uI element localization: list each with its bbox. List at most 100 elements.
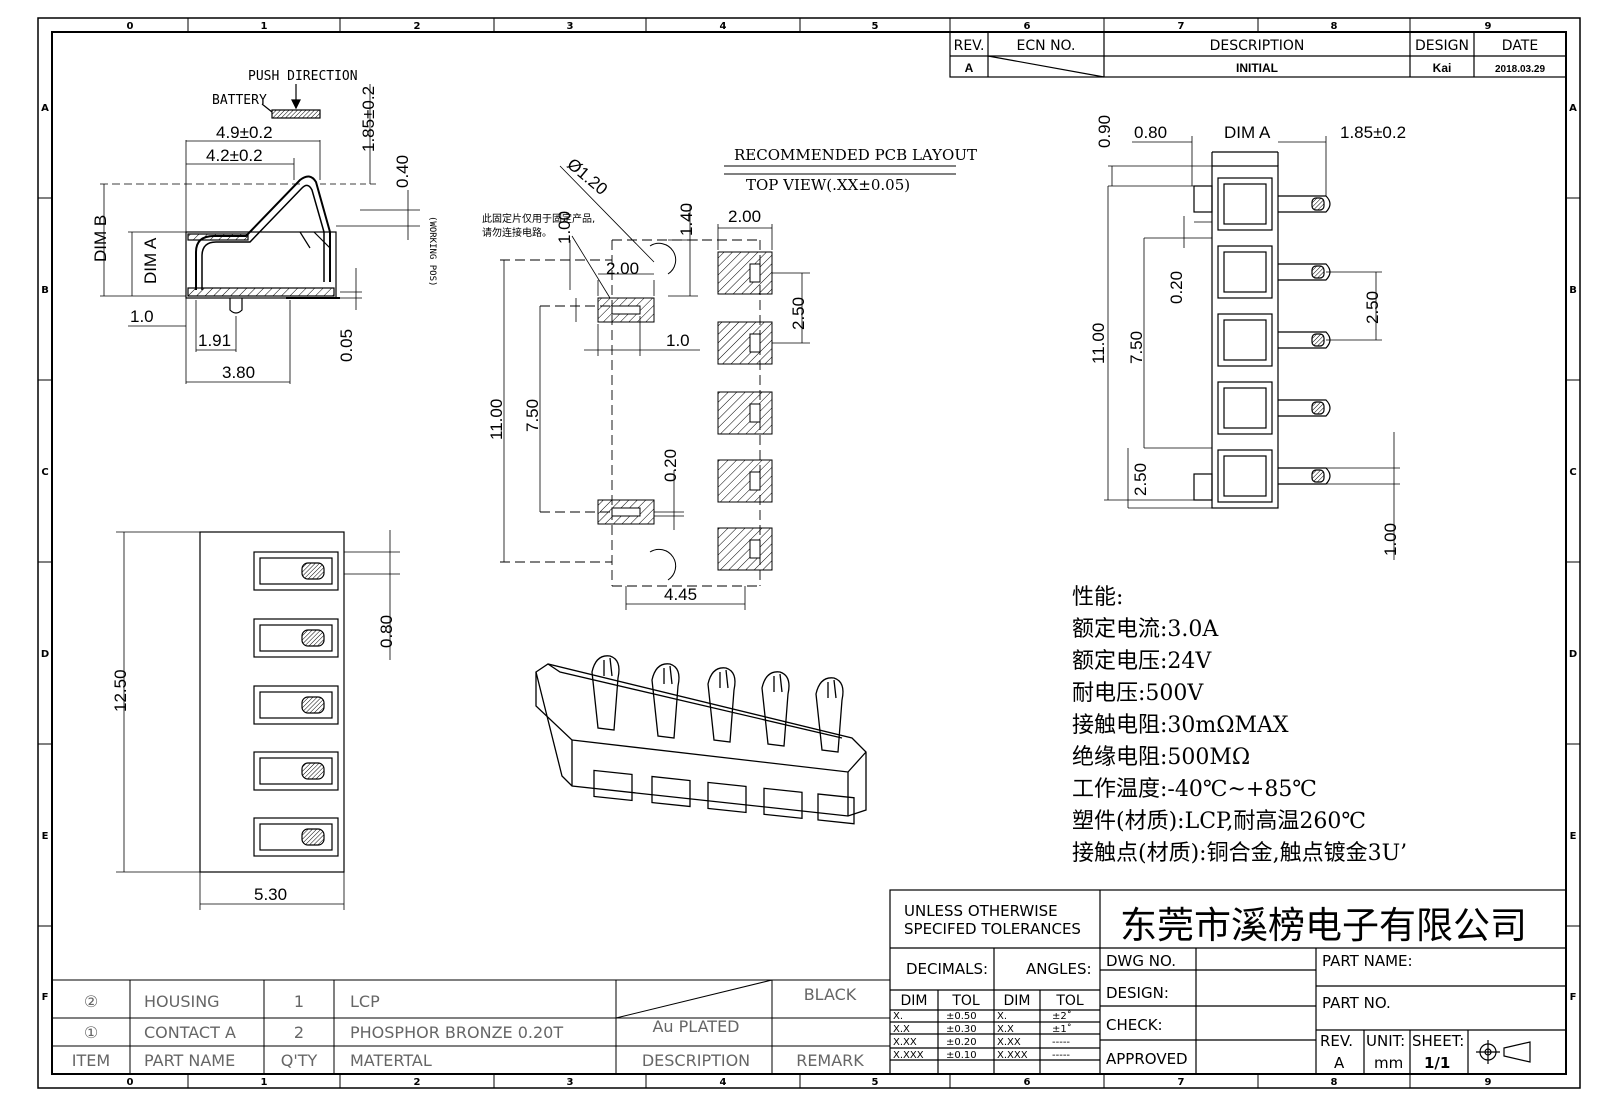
tol-dim-angle: X. xyxy=(997,1011,1007,1022)
row-label: B xyxy=(41,285,49,296)
rev-value: A xyxy=(965,61,974,75)
tol-value: ±0.20 xyxy=(946,1037,977,1048)
tol-dim-angle: X.XX xyxy=(997,1037,1021,1048)
right-view: 0.90 0.80 DIM A 1.85±0.2 0.20 2.50 11.00… xyxy=(1089,115,1406,560)
row-label: D xyxy=(1569,649,1577,660)
dim-7-50: 7.50 xyxy=(1127,331,1146,364)
tol-value: ±0.30 xyxy=(946,1024,977,1035)
pcb-layout-view: RECOMMENDED PCB LAYOUT TOP VIEW(.XX±0.05… xyxy=(482,146,977,610)
tol-header: TOL xyxy=(951,993,980,1009)
push-direction-label: PUSH DIRECTION xyxy=(248,69,358,84)
bom-qty-header: Q'TY xyxy=(281,1051,318,1070)
fixing-tab-note-1: 此固定片仅用于固定产品, xyxy=(482,212,595,225)
date-header: DATE xyxy=(1502,38,1538,54)
spec-line: 额定电压:24V xyxy=(1072,649,1212,674)
bom-qty: 1 xyxy=(294,992,304,1011)
dim-4-45: 4.45 xyxy=(664,585,697,604)
col-label: 4 xyxy=(720,1077,727,1088)
row-label: B xyxy=(1569,285,1577,296)
dim-1-00: 1.00 xyxy=(1381,523,1400,556)
dim-1-91: 1.91 xyxy=(198,331,231,350)
part-name-label: PART NAME: xyxy=(1322,952,1413,970)
tolerance-note-2: SPECIFED TOLERANCES xyxy=(904,920,1081,938)
col-label: 9 xyxy=(1485,21,1492,32)
dim-0-80: 0.80 xyxy=(1134,123,1167,142)
description-header: DESCRIPTION xyxy=(1210,38,1305,54)
spec-line: 性能: xyxy=(1072,585,1123,610)
bom-part-name-header: PART NAME xyxy=(144,1051,235,1070)
pcb-layout-subtitle: TOP VIEW(.XX±0.05) xyxy=(746,176,910,194)
dim-2-50: 2.50 xyxy=(789,297,808,330)
dim-b-label: DIM B xyxy=(91,215,110,262)
frame-labels: 0 1 2 3 4 5 6 7 8 9 0 1 2 3 4 5 6 7 8 9 … xyxy=(41,21,1577,1088)
dim-0-40: 0.40 xyxy=(393,155,412,188)
row-label: C xyxy=(41,467,48,478)
angles-label: ANGLES: xyxy=(1026,960,1092,978)
bom-part-name: HOUSING xyxy=(144,992,220,1011)
design-label: DESIGN: xyxy=(1106,984,1169,1002)
rev-header: REV. xyxy=(954,38,985,54)
dim-0-20: 0.20 xyxy=(661,449,680,482)
dim-12-50: 12.50 xyxy=(111,669,130,712)
dim-2-00-top: 2.00 xyxy=(728,207,761,226)
tol-dim: X.X xyxy=(893,1024,910,1035)
row-label: F xyxy=(42,992,49,1003)
col-label: 5 xyxy=(872,1077,879,1088)
col-label: 7 xyxy=(1178,21,1185,32)
dim-4-2: 4.2±0.2 xyxy=(206,146,263,165)
row-label: E xyxy=(1570,831,1577,842)
bom-part-name: CONTACT A xyxy=(144,1023,236,1042)
spec-line: 额定电流:3.0A xyxy=(1072,617,1219,642)
front-view: 12.50 0.80 5.30 xyxy=(111,530,400,910)
battery-label: BATTERY xyxy=(212,93,267,108)
title-block: UNLESS OTHERWISE SPECIFED TOLERANCES DEC… xyxy=(889,889,1567,1075)
dim-1-85: 1.85±0.2 xyxy=(359,86,378,152)
dim-7-50: 7.50 xyxy=(523,399,542,432)
rev-label: REV. xyxy=(1320,1032,1353,1050)
spec-line: 耐电压:500V xyxy=(1072,681,1204,706)
tol-dim: X.XXX xyxy=(893,1050,924,1061)
col-label: 2 xyxy=(414,21,421,32)
row-label: F xyxy=(1570,992,1577,1003)
col-label: 7 xyxy=(1178,1077,1185,1088)
dim-a-label: DIM A xyxy=(141,237,160,284)
date-value: 2018.03.29 xyxy=(1495,64,1545,75)
spec-line: 接触电阻:30mΩMAX xyxy=(1072,713,1289,738)
col-label: 9 xyxy=(1485,1077,1492,1088)
bom-material: LCP xyxy=(350,992,380,1011)
specifications: 性能: 额定电流:3.0A 额定电压:24V 耐电压:500V 接触电阻:30m… xyxy=(1072,585,1407,866)
col-label: 6 xyxy=(1024,21,1031,32)
row-label: A xyxy=(41,103,49,114)
dim-0-90: 0.90 xyxy=(1095,115,1114,148)
dim-3-80: 3.80 xyxy=(222,363,255,382)
part-no-label: PART NO. xyxy=(1322,994,1391,1012)
spec-line: 工作温度:-40℃~+85℃ xyxy=(1072,777,1317,802)
dim-1-00: 1.00 xyxy=(555,211,574,244)
dim-0-05: 0.05 xyxy=(337,329,356,362)
dim-2-50-top: 2.50 xyxy=(1363,291,1382,324)
col-label: 0 xyxy=(127,1077,134,1088)
bom-table: ② ① ITEM 1 2 Q'TY DESCRIPTION Au PLATED … xyxy=(52,979,890,1075)
row-label: E xyxy=(42,831,49,842)
col-label: 5 xyxy=(872,21,879,32)
col-label: 3 xyxy=(567,1077,574,1088)
tol-value: ±0.10 xyxy=(946,1050,977,1061)
unit-value: mm xyxy=(1374,1054,1403,1072)
col-label: 0 xyxy=(127,21,134,32)
col-label: 2 xyxy=(414,1077,421,1088)
pcb-layout-title: RECOMMENDED PCB LAYOUT xyxy=(734,146,977,164)
dim-5-30: 5.30 xyxy=(254,885,287,904)
dim-0-20: 0.20 xyxy=(1167,271,1186,304)
design-header: DESIGN xyxy=(1415,38,1469,54)
working-pos-label: (WORKING POS) xyxy=(427,216,437,286)
bom-description-header: DESCRIPTION xyxy=(642,1051,750,1070)
tol-header-2: TOL xyxy=(1055,993,1084,1009)
bom-material: PHOSPHOR BRONZE 0.20T xyxy=(350,1023,563,1042)
side-view: PUSH DIRECTION BATTERY 4.9±0.2 4.2±0.2 1… xyxy=(91,69,437,384)
tol-angle: ----- xyxy=(1052,1050,1070,1061)
spec-line: 绝缘电阻:500MΩ xyxy=(1072,745,1250,770)
tol-angle: ±2˚ xyxy=(1052,1010,1072,1022)
bom-item-header: ITEM xyxy=(72,1051,110,1070)
spec-line: 接触点(材质):铜合金,触点镀金3U’ xyxy=(1072,841,1407,866)
bom-remark-header: REMARK xyxy=(796,1051,864,1070)
